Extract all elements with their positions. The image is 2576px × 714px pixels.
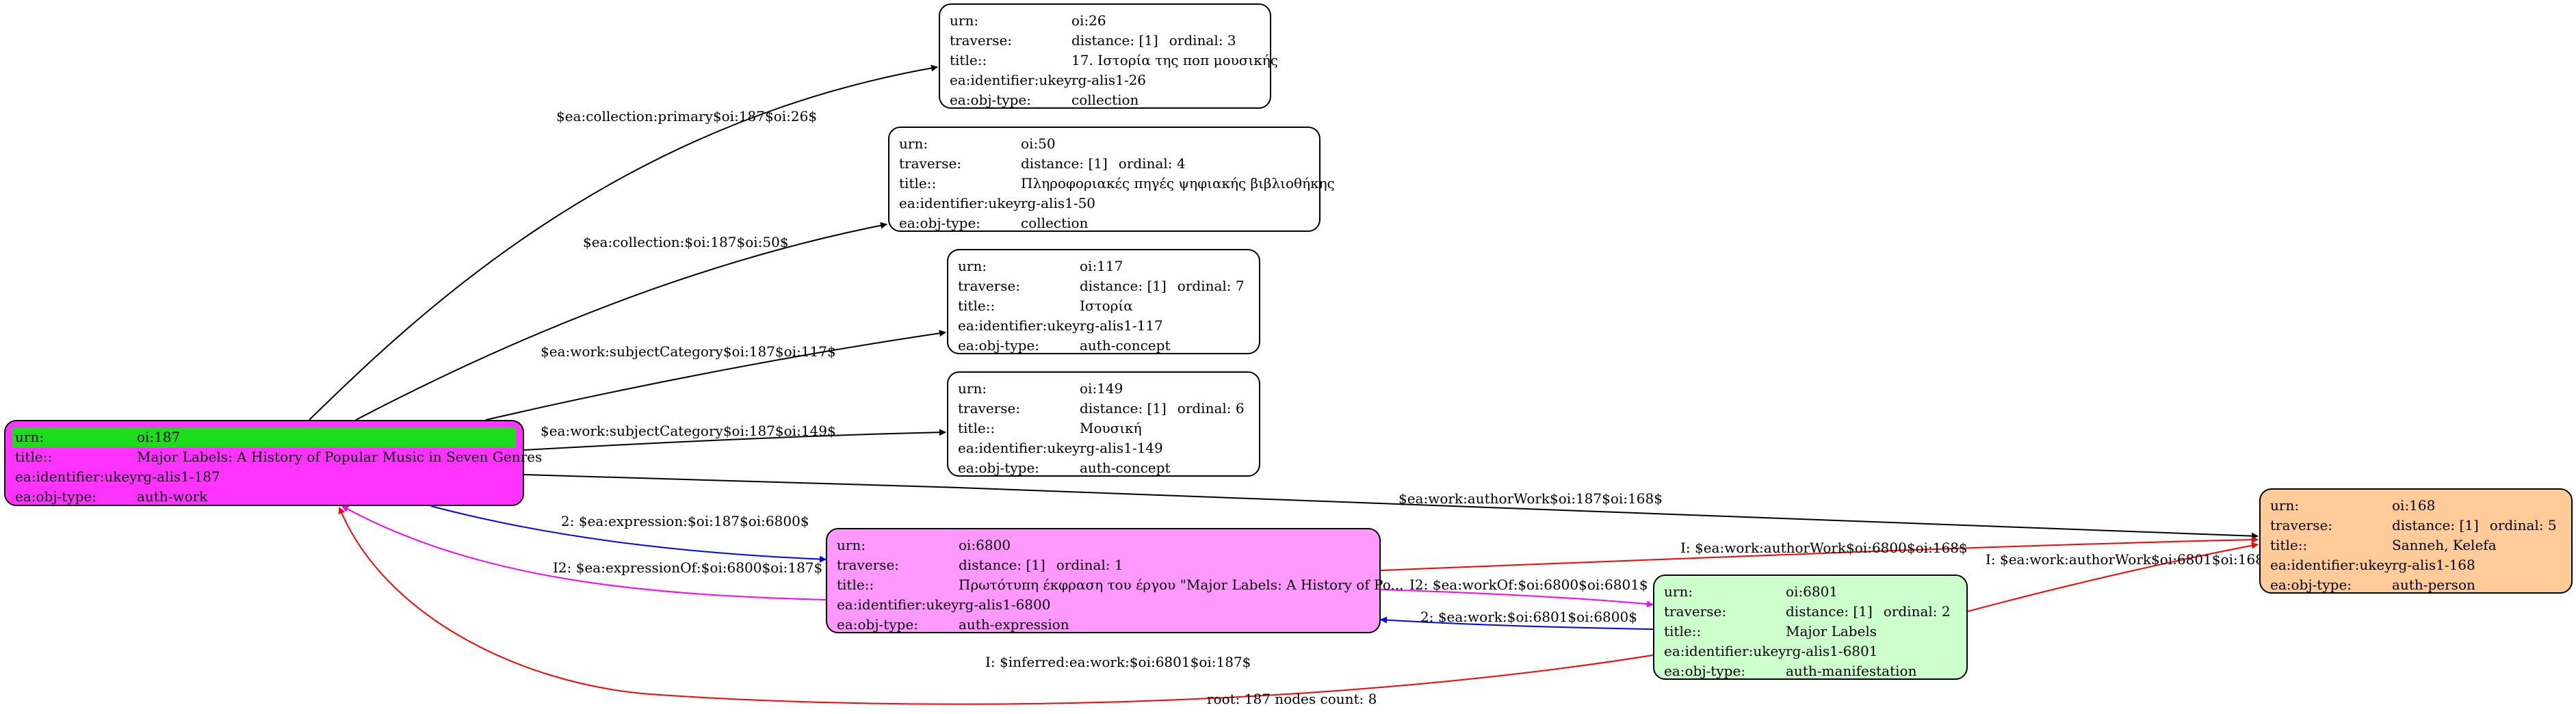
edge-label-inferred-work: I: $inferred:ea:work:$oi:6801$oi:187$ bbox=[985, 654, 1251, 670]
field-traverse: traverse:distance: [1]ordinal: 1 bbox=[837, 557, 1123, 573]
edge-label-collection: $ea:collection:$oi:187$oi:50$ bbox=[583, 234, 789, 250]
field-obj-type: ea:obj-type:auth-work bbox=[15, 488, 208, 505]
field-title: title::Πρωτότυπη έκφραση του έργου "Majo… bbox=[837, 577, 1404, 593]
field-traverse: traverse:distance: [1]ordinal: 2 bbox=[1664, 603, 1951, 620]
field-title: title::Major Labels bbox=[1664, 623, 1877, 639]
edge-label-author-work-6800: I: $ea:work:authorWork$oi:6800$oi:168$ bbox=[1680, 540, 1968, 556]
node-oi-117[interactable]: urn:oi:117 traverse:distance: [1]ordinal… bbox=[947, 249, 1260, 354]
node-oi-26[interactable]: urn:oi:26 traverse:distance: [1]ordinal:… bbox=[939, 3, 1278, 109]
node-oi-6800[interactable]: urn:oi:6800 traverse:distance: [1]ordina… bbox=[826, 528, 1404, 633]
field-obj-type: ea:obj-type:auth-person bbox=[2270, 577, 2475, 593]
edge-line-work-6801 bbox=[1380, 616, 1654, 630]
field-traverse: traverse:distance: [1]ordinal: 7 bbox=[958, 278, 1245, 294]
field-urn: urn:oi:168 bbox=[2270, 497, 2436, 514]
field-title: title::Πληροφοριακές πηγές ψηφιακής βιβλ… bbox=[899, 175, 1335, 191]
field-obj-type: ea:obj-type:collection bbox=[950, 92, 1139, 108]
field-obj-type: ea:obj-type:collection bbox=[899, 215, 1089, 231]
edge-line-expression-of bbox=[341, 505, 827, 600]
field-title: title::Sanneh, Kelefa bbox=[2270, 537, 2497, 553]
field-traverse: traverse:distance: [1]ordinal: 4 bbox=[899, 155, 1186, 172]
edge-label-collection-primary: $ea:collection:primary$oi:187$oi:26$ bbox=[556, 108, 818, 124]
edge-line-collection-primary bbox=[309, 64, 938, 421]
field-urn: urn:oi:50 bbox=[899, 135, 1056, 152]
field-obj-type: ea:obj-type:auth-concept bbox=[958, 460, 1171, 476]
node-oi-168[interactable]: urn:oi:168 traverse:distance: [1]ordinal… bbox=[2259, 488, 2573, 594]
node-oi-6801[interactable]: urn:oi:6801 traverse:distance: [1]ordina… bbox=[1653, 574, 1968, 680]
field-obj-type: ea:obj-type:auth-manifestation bbox=[1664, 663, 1917, 679]
edge-line-author-work-6801 bbox=[1967, 542, 2259, 612]
edge-line-expression bbox=[430, 505, 827, 563]
edge-line-author-work-6800 bbox=[1380, 536, 2259, 571]
edge-line-work-of bbox=[1380, 589, 1654, 608]
node-oi-187-root[interactable]: urn:oi:187 title::Major Labels: A Histor… bbox=[4, 420, 543, 506]
edge-label-expression: 2: $ea:expression:$oi:187$oi:6800$ bbox=[561, 513, 809, 529]
field-title: title::Μουσική bbox=[958, 420, 1142, 436]
graph-footer: root: 187 nodes count: 8 bbox=[1207, 691, 1377, 707]
field-title: title::17. Ιστορία της ποπ μουσικής bbox=[950, 52, 1278, 68]
field-traverse: traverse:distance: [1]ordinal: 5 bbox=[2270, 517, 2557, 533]
field-urn: urn:oi:6800 bbox=[837, 537, 1011, 553]
field-traverse: traverse:distance: [1]ordinal: 6 bbox=[958, 400, 1245, 416]
edge-line-collection bbox=[355, 222, 887, 421]
field-urn: urn:oi:26 bbox=[950, 12, 1106, 29]
field-title: title::Ιστορία bbox=[958, 298, 1133, 314]
edge-label-expression-of: I2: $ea:expressionOf:$oi:6800$oi:187$ bbox=[553, 559, 823, 576]
edge-line-inferred-work bbox=[338, 507, 1654, 705]
edge-label-subject-149: $ea:work:subjectCategory$oi:187$oi:149$ bbox=[541, 423, 836, 439]
node-oi-149[interactable]: urn:oi:149 traverse:distance: [1]ordinal… bbox=[947, 371, 1260, 477]
field-urn: urn:oi:117 bbox=[958, 258, 1123, 274]
field-obj-type: ea:obj-type:auth-expression bbox=[837, 616, 1069, 633]
edge-label-author-work-6801: I: $ea:work:authorWork$oi:6801$oi:168$ bbox=[1986, 551, 2273, 568]
edge-label-subject-117: $ea:work:subjectCategory$oi:187$oi:117$ bbox=[541, 343, 836, 360]
field-urn: urn:oi:187 bbox=[12, 427, 516, 447]
edge-line-subject-117 bbox=[485, 330, 946, 421]
field-urn: urn:oi:6801 bbox=[1664, 583, 1838, 600]
node-oi-50[interactable]: urn:oi:50 traverse:distance: [1]ordinal:… bbox=[888, 127, 1335, 232]
field-urn: urn:oi:149 bbox=[958, 380, 1123, 397]
edge-line-subject-149 bbox=[523, 429, 946, 451]
field-traverse: traverse:distance: [1]ordinal: 3 bbox=[950, 32, 1236, 49]
edge-label-work-6801: 2: $ea:work:$oi:6801$oi:6800$ bbox=[1420, 609, 1637, 625]
edge-label-work-of: I2: $ea:workOf:$oi:6800$oi:6801$ bbox=[1409, 577, 1648, 593]
edge-label-author-work-187: $ea:work:authorWork$oi:187$oi:168$ bbox=[1398, 490, 1663, 507]
field-obj-type: ea:obj-type:auth-concept bbox=[958, 337, 1171, 354]
field-title: title::Major Labels: A History of Popula… bbox=[15, 449, 543, 465]
